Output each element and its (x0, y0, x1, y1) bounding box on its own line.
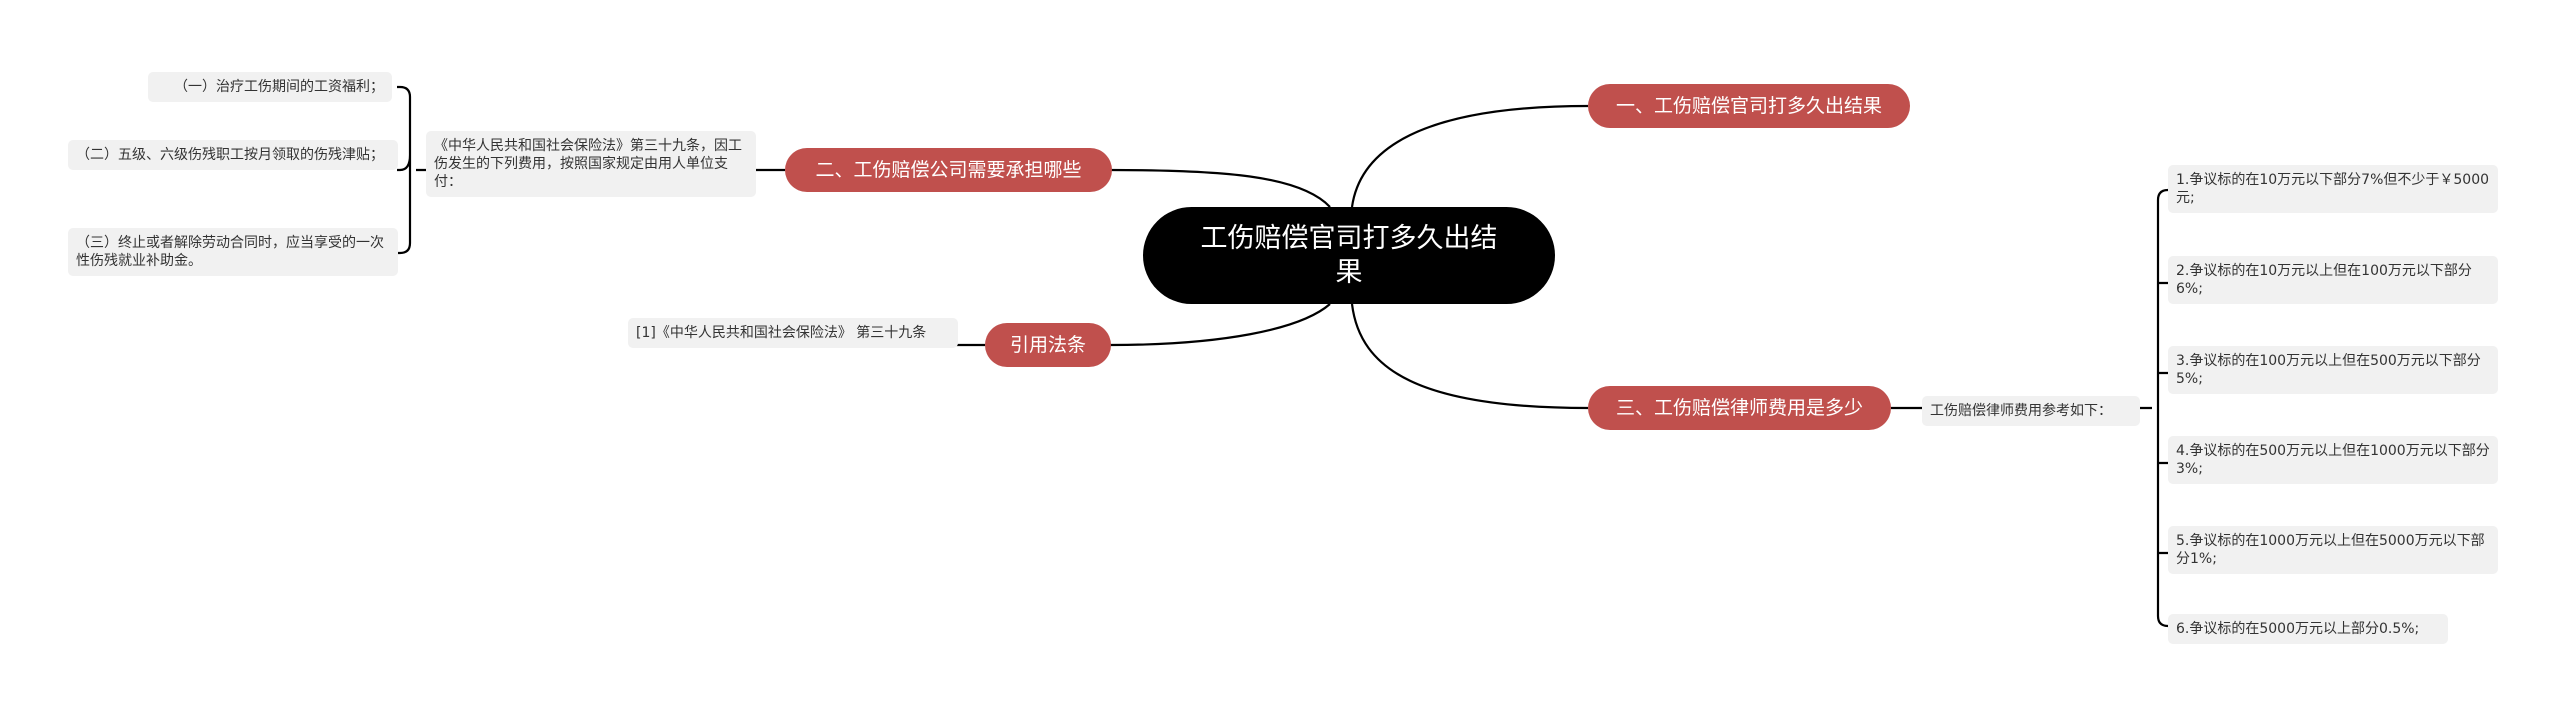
link-root-b1 (1350, 104, 1589, 208)
link-root-b4 (1109, 303, 1331, 347)
b3-leaf-2-label: 2.争议标的在10万元以上但在100万元以下部分6%; (2176, 263, 2472, 297)
b3-leaf-1-label: 1.争议标的在10万元以下部分7%但不少于￥5000元; (2176, 172, 2490, 206)
link-root-b2 (1109, 168, 1331, 208)
b3-leaf-6[interactable]: 6.争议标的在5000万元以上部分0.5%; (2168, 614, 2448, 644)
branch-4-label: 引用法条 (1009, 334, 1086, 356)
link-root-b3 (1350, 303, 1589, 410)
b2-leaf-2-label: （二）五级、六级伤残职工按月领取的伤残津贴； (76, 147, 384, 163)
branch-3-label: 三、工伤赔偿律师费用是多少 (1615, 397, 1863, 419)
b3-leaf-3-label: 3.争议标的在100万元以上但在500万元以下部分5%; (2176, 353, 2481, 387)
b3-leaf-5[interactable]: 5.争议标的在1000万元以上但在5000万元以下部分1%; (2168, 526, 2498, 574)
b3-mid-label: 工伤赔偿律师费用参考如下： (1930, 403, 2112, 419)
bracket-b2 (399, 85, 426, 255)
b2-leaf-1-label: （一）治疗工伤期间的工资福利； (174, 79, 384, 95)
b3-leaf-4-label: 4.争议标的在500万元以上但在1000万元以下部分3%; (2176, 443, 2490, 477)
b4-leaf-label: [1]《中华人民共和国社会保险法》 第三十九条 (636, 325, 927, 341)
root-topic[interactable]: 工伤赔偿官司打多久出结果 (1143, 207, 1555, 304)
branch-3[interactable]: 三、工伤赔偿律师费用是多少 (1588, 386, 1891, 430)
b3-leaf-5-label: 5.争议标的在1000万元以上但在5000万元以下部分1%; (2176, 533, 2485, 567)
b3-leaf-1[interactable]: 1.争议标的在10万元以下部分7%但不少于￥5000元; (2168, 165, 2498, 213)
b2-leaf-1[interactable]: （一）治疗工伤期间的工资福利； (148, 72, 392, 102)
b3-leaf-4[interactable]: 4.争议标的在500万元以上但在1000万元以下部分3%; (2168, 436, 2498, 484)
b2-mid-text[interactable]: 《中华人民共和国社会保险法》第三十九条，因工伤发生的下列费用，按照国家规定由用人… (426, 131, 756, 197)
b2-leaf-2[interactable]: （二）五级、六级伤残职工按月领取的伤残津贴； (68, 140, 398, 170)
b2-mid-label: 《中华人民共和国社会保险法》第三十九条，因工伤发生的下列费用，按照国家规定由用人… (434, 138, 742, 190)
b2-leaf-3-label: （三）终止或者解除劳动合同时，应当享受的一次性伤残就业补助金。 (76, 235, 384, 269)
branch-2-label: 二、工伤赔偿公司需要承担哪些 (815, 159, 1082, 181)
branch-2[interactable]: 二、工伤赔偿公司需要承担哪些 (785, 148, 1112, 192)
root-title: 工伤赔偿官司打多久出结果 (1200, 222, 1498, 288)
b4-leaf[interactable]: [1]《中华人民共和国社会保险法》 第三十九条 (628, 318, 958, 348)
branch-1[interactable]: 一、工伤赔偿官司打多久出结果 (1588, 84, 1910, 128)
b3-leaf-6-label: 6.争议标的在5000万元以上部分0.5%; (2176, 621, 2420, 637)
b3-mid-text[interactable]: 工伤赔偿律师费用参考如下： (1922, 396, 2140, 426)
b3-leaf-2[interactable]: 2.争议标的在10万元以上但在100万元以下部分6%; (2168, 256, 2498, 304)
branch-1-label: 一、工伤赔偿官司打多久出结果 (1615, 95, 1882, 117)
b3-leaf-3[interactable]: 3.争议标的在100万元以上但在500万元以下部分5%; (2168, 346, 2498, 394)
b2-leaf-3[interactable]: （三）终止或者解除劳动合同时，应当享受的一次性伤残就业补助金。 (68, 228, 398, 276)
branch-4[interactable]: 引用法条 (985, 323, 1111, 367)
bracket-b3 (2140, 188, 2169, 628)
